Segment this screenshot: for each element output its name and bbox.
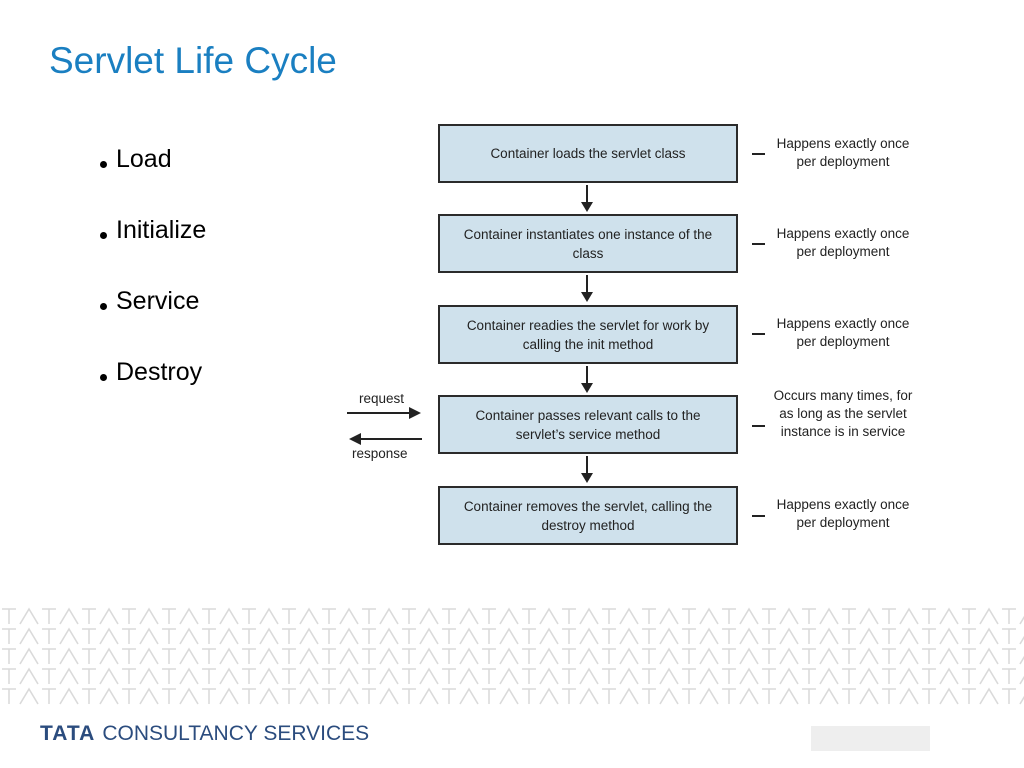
stage-note: Occurs many times, for as long as the se… xyxy=(773,388,913,439)
stage-box-service: Container passes relevant calls to the s… xyxy=(438,395,738,454)
note-connector xyxy=(752,153,765,155)
company-logo: TATA CONSULTANCY SERVICES xyxy=(40,722,369,746)
bullet-text: Initialize xyxy=(116,216,207,244)
stage-box-instantiate: Container instantiates one instance of t… xyxy=(438,214,738,273)
stage-note: Happens exactly once per deployment xyxy=(776,136,910,169)
slide-title: Servlet Life Cycle xyxy=(49,40,337,81)
stage-note: Happens exactly once per deployment xyxy=(776,226,910,259)
bullet-item-service: Service xyxy=(100,287,206,358)
bullet-dot-icon xyxy=(100,374,107,381)
bullet-text: Service xyxy=(116,287,200,315)
response-label: response xyxy=(352,446,408,461)
request-arrow-icon xyxy=(347,407,421,419)
bullet-dot-icon xyxy=(100,232,107,239)
bullet-dot-icon xyxy=(100,303,107,310)
down-arrow-icon xyxy=(581,185,593,212)
stage-box-destroy: Container removes the servlet, calling t… xyxy=(438,486,738,545)
stage-box-init: Container readies the servlet for work b… xyxy=(438,305,738,364)
bullet-item-load: Load xyxy=(100,145,206,216)
bullet-list: Load Initialize Service Destroy xyxy=(100,145,206,429)
response-arrow-icon xyxy=(349,433,422,445)
bullet-item-initialize: Initialize xyxy=(100,216,206,287)
note-connector xyxy=(752,333,765,335)
note-connector xyxy=(752,425,765,427)
tata-pattern-band xyxy=(0,606,1024,706)
logo-mark: TATA xyxy=(40,722,96,745)
stage-note: Happens exactly once per deployment xyxy=(776,497,910,530)
note-connector xyxy=(752,243,765,245)
bullet-dot-icon xyxy=(100,161,107,168)
stage-note: Happens exactly once per deployment xyxy=(776,316,910,349)
bullet-text: Destroy xyxy=(116,358,203,386)
footer-placeholder-box xyxy=(811,726,930,751)
note-connector xyxy=(752,515,765,517)
down-arrow-icon xyxy=(581,275,593,302)
down-arrow-icon xyxy=(581,456,593,483)
request-label: request xyxy=(359,391,405,406)
down-arrow-icon xyxy=(581,366,593,393)
logo-text: CONSULTANCY SERVICES xyxy=(102,722,370,745)
bullet-text: Load xyxy=(116,145,172,173)
stage-box-load: Container loads the servlet class xyxy=(438,124,738,183)
bullet-item-destroy: Destroy xyxy=(100,358,206,429)
